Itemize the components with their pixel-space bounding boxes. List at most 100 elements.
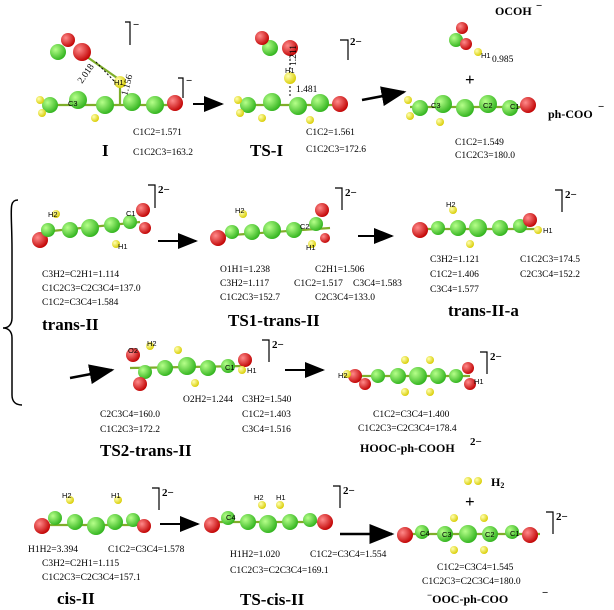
atom-label: H2: [338, 371, 348, 380]
geometry-param: C1C2=C3C4=1.554: [310, 550, 387, 560]
charge-label: −: [542, 587, 548, 599]
charge-label: 2−: [470, 436, 482, 448]
charge-label: 2−: [490, 351, 502, 363]
atom-label: C1: [510, 529, 520, 538]
geometry-param: O2H2=1.244: [183, 395, 233, 405]
reaction-arrow: [69, 364, 115, 385]
molecule-TS1-trans-II: H2 H1 C2 2−: [210, 187, 357, 252]
structure-title-trans-II-a: trans-II-a: [448, 301, 519, 320]
structure-title-trans-II: trans-II: [42, 315, 99, 334]
structure-title-OOC: −OOC-ph-COO: [427, 590, 508, 606]
structure-title-cis-II: cis-II: [57, 589, 95, 608]
atom-label: C3: [431, 101, 441, 110]
geometry-param: C3H2=C2H1=1.114: [42, 270, 119, 280]
geometry-param: C1C2=1.549: [455, 138, 504, 148]
atom-label: H2: [446, 200, 456, 209]
geometry-param: C1C2=C3C4=1.578: [108, 545, 185, 555]
atom-label: H1: [285, 66, 295, 75]
charge-label: 2−: [343, 485, 355, 497]
charge-label: 2−: [345, 187, 357, 199]
atom-label: H1: [306, 243, 316, 252]
atom-label: C4: [226, 513, 236, 522]
structure-title-TS-cis-II: TS-cis-II: [240, 590, 305, 609]
species-label: ph-COO: [548, 107, 593, 121]
atom-label: O2: [128, 346, 138, 355]
atom-label: H2: [48, 210, 58, 219]
molecule-cis-II: H2 H1 2−: [34, 487, 174, 535]
atom-label: C1: [510, 102, 520, 111]
charge-label: 2−: [350, 36, 362, 48]
molecule-OOC-ph-COO: C4 C3 C2 C1 2−: [397, 511, 568, 554]
species-label: OCOH: [495, 4, 532, 18]
atom-label: H1: [481, 51, 491, 60]
molecule-ph-COO: C3 C2 C1: [404, 95, 536, 126]
distance-label: 1.211: [289, 45, 299, 66]
geometry-param: C3H2=1.540: [242, 395, 292, 405]
geometry-param: C1C2=1.517: [294, 279, 343, 289]
distance-label: 2.018: [76, 62, 97, 85]
molecule-trans-II: H2 H1 C1 2−: [32, 184, 170, 251]
atom-label: H1: [118, 242, 128, 251]
geometry-param: C1C2C3=C2C3C4=137.0: [42, 284, 141, 294]
charge-label: −: [133, 19, 139, 31]
atom-label: C1: [126, 209, 136, 218]
geometry-param: C1C2C3=174.5: [520, 255, 580, 265]
atom-label: H1: [247, 366, 257, 375]
atom-label: C3: [442, 530, 452, 539]
charge-label: −: [536, 0, 542, 12]
atom-label: H1: [276, 493, 286, 502]
charge-label: 2−: [158, 184, 170, 196]
geometry-param: C1C2C3=C2C3C4=157.1: [42, 573, 141, 583]
molecule-TS-cis-II: H2 H1 C4 2−: [204, 485, 355, 533]
charge-label: −: [598, 101, 604, 113]
molecule-HOOC-ph-COOH: H2 H1 2−: [338, 351, 502, 396]
atom-label: H2: [254, 493, 264, 502]
geometry-param: C3H2=1.117: [220, 279, 269, 289]
geometry-param: C3C4=1.516: [242, 425, 291, 435]
distance-label: 1.481: [296, 85, 318, 95]
atom-label: C3: [68, 99, 78, 108]
geometry-param: C3C4=1.583: [353, 279, 402, 289]
structure-title-HOOC: HOOC-ph-COOH: [360, 441, 455, 455]
geometry-param: C1C2C3=C2C3C4=169.1: [230, 566, 329, 576]
structure-title-I: I: [102, 141, 109, 160]
geometry-param: C1C2C3=180.0: [455, 151, 515, 161]
geometry-param: C1C2=1.571: [133, 128, 182, 138]
geometry-param: C1C2=C3C4=1.400: [373, 410, 450, 420]
atom-label: H2: [235, 206, 245, 215]
charge-label: 2−: [565, 189, 577, 201]
geometry-param: C1C2=1.561: [306, 128, 355, 138]
molecule-OCOH: H1 0.985: [449, 22, 514, 65]
molecule-I: C3 H1 2.018 1.156 − −: [36, 19, 192, 122]
geometry-param: C3C4=1.577: [430, 285, 479, 295]
geometry-param: C1C2=C3C4=1.545: [437, 563, 514, 573]
atom-label: H1: [543, 226, 553, 235]
plus-sign: +: [465, 492, 475, 511]
atom-label: C2: [483, 101, 493, 110]
atom-label: C4: [420, 529, 430, 538]
atom-label: C2: [300, 222, 310, 231]
atom-label: H1: [111, 491, 121, 500]
brace: [2, 199, 23, 406]
geometry-param: C2C3C4=160.0: [100, 410, 160, 420]
reaction-arrow: [361, 86, 407, 107]
molecule-H2: [464, 477, 482, 485]
geometry-param: C1C2C3=163.2: [133, 148, 193, 158]
geometry-param: C2C3C4=133.0: [315, 293, 375, 303]
charge-label: 2−: [162, 487, 174, 499]
atom-label: C2: [485, 530, 495, 539]
atom-label: H1: [474, 377, 484, 386]
charge-label: −: [186, 75, 192, 87]
geometry-param: C1C2C3=152.7: [220, 293, 280, 303]
structure-title-TS-I: TS-I: [250, 141, 283, 160]
geometry-param: C3H2=1.121: [430, 255, 480, 265]
geometry-param: C2C3C4=152.2: [520, 270, 580, 280]
atom-label: H2: [147, 339, 157, 348]
charge-label: 2−: [556, 511, 568, 523]
geometry-param: H1H2=1.020: [230, 550, 280, 560]
geometry-param: C1C2=1.406: [430, 270, 479, 280]
structure-title-TS2: TS2-trans-II: [100, 441, 192, 460]
geometry-param: C1C2C3=172.2: [100, 425, 160, 435]
geometry-param: H1H2=3.394: [28, 545, 78, 555]
